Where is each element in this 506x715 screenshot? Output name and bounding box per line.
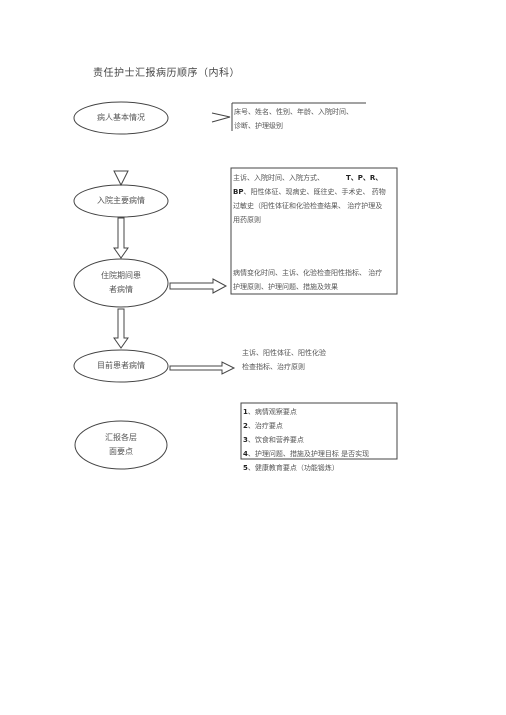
box1-line1: 床号、姓名、性别、年龄、入院时间、	[234, 108, 353, 116]
box5-item-2-num: 2	[243, 422, 248, 430]
step-ellipse-hospitalization	[73, 258, 169, 308]
box5-item-1: 1、病情观察要点	[243, 405, 369, 419]
box2-line1-text: 主诉、入院时间、入院方式、	[233, 174, 324, 182]
step-label-report-points-line1: 汇报各层	[105, 433, 137, 442]
step-label-report-points-line2: 面要点	[109, 447, 133, 456]
box2-line3: 过敏史（阳性体征和化验检查结果、 治疗护理及	[233, 202, 383, 210]
box5-item-4-num: 4	[243, 450, 248, 458]
box5-item-5-num: 5	[243, 464, 248, 472]
step-label-hospitalization-line2: 者病情	[109, 285, 133, 294]
box2-bp: BP	[233, 188, 244, 196]
box2-line6: 护理原则、护理问题、措施及效果	[233, 283, 338, 291]
box2-line5: 病情变化时间、主诉、化验检查阳性指标、 治疗	[233, 269, 383, 277]
step-ellipse-basic-info	[73, 101, 169, 135]
box5-item-3-num: 3	[243, 436, 248, 444]
box2-line4: 用药原则	[233, 216, 261, 224]
box5-item-2-text: 、治疗要点	[247, 422, 283, 430]
down-arrow-1	[113, 170, 129, 187]
box2-tpr: T、P、R、	[346, 174, 383, 182]
box4-line2: 检查指标、治疗原则	[242, 363, 305, 371]
step-label-current: 目前患者病情	[97, 361, 145, 370]
box2-line2: BP、阳性体征、现病史、既往史、手术史、 药物	[233, 185, 395, 199]
step-label-hospitalization-line1: 住院期间患	[101, 271, 141, 280]
box5-border	[240, 402, 398, 460]
box1-line2: 诊断、护理级别	[234, 122, 283, 130]
right-arrow-3	[169, 278, 228, 294]
box5-item-4: 4、护理问题、措施及护理目标 是否实现	[243, 447, 369, 461]
box1-text: 床号、姓名、性别、年龄、入院时间、 诊断、护理级别	[234, 105, 353, 133]
box5-item-3: 3、饮食和营养要点	[243, 433, 369, 447]
box5-item-5-text: 、健康教育要点（功能锻炼）	[247, 464, 339, 472]
step-ellipse-report-points	[74, 420, 168, 470]
down-arrow-2	[113, 217, 129, 259]
box4-line1: 主诉、阳性体征、阳性化验	[242, 349, 326, 357]
down-arrow-3	[113, 308, 129, 349]
step-label-report-points: 汇报各层 面要点	[75, 431, 167, 459]
box2-border	[230, 167, 398, 295]
box4-text: 主诉、阳性体征、阳性化验 检查指标、治疗原则	[242, 346, 326, 374]
box5-item-1-text: 、病情观察要点	[247, 408, 297, 416]
box2-text-lower: 病情变化时间、主诉、化验检查阳性指标、 治疗 护理原则、护理问题、措施及效果	[233, 266, 395, 294]
step-label-admission: 入院主要病情	[97, 196, 145, 205]
right-arrow-1	[211, 112, 231, 123]
box2-line1: 主诉、入院时间、入院方式、 T、P、R、	[233, 171, 395, 185]
right-arrow-4	[169, 361, 236, 375]
box2-line2-rest: 、阳性体征、现病史、既往史、手术史、 药物	[243, 188, 386, 196]
box5-item-4-text: 、护理问题、措施及护理目标 是否实现	[247, 450, 370, 458]
step-ellipse-current	[73, 349, 169, 383]
page-title: 责任护士汇报病历顺序（内科）	[93, 68, 240, 79]
box5-item-1-num: 1	[243, 408, 248, 416]
box5-item-5: 5、健康教育要点（功能锻炼）	[243, 461, 369, 475]
step-label-basic-info: 病人基本情况	[97, 113, 145, 122]
box5-item-2: 2、治疗要点	[243, 419, 369, 433]
box5-item-3-text: 、饮食和营养要点	[247, 436, 304, 444]
step-label-hospitalization: 住院期间患 者病情	[74, 269, 168, 297]
box5-text: 1、病情观察要点 2、治疗要点 3、饮食和营养要点 4、护理问题、措施及护理目标…	[243, 405, 369, 475]
box2-text: 主诉、入院时间、入院方式、 T、P、R、 BP、阳性体征、现病史、既往史、手术史、…	[233, 171, 395, 227]
